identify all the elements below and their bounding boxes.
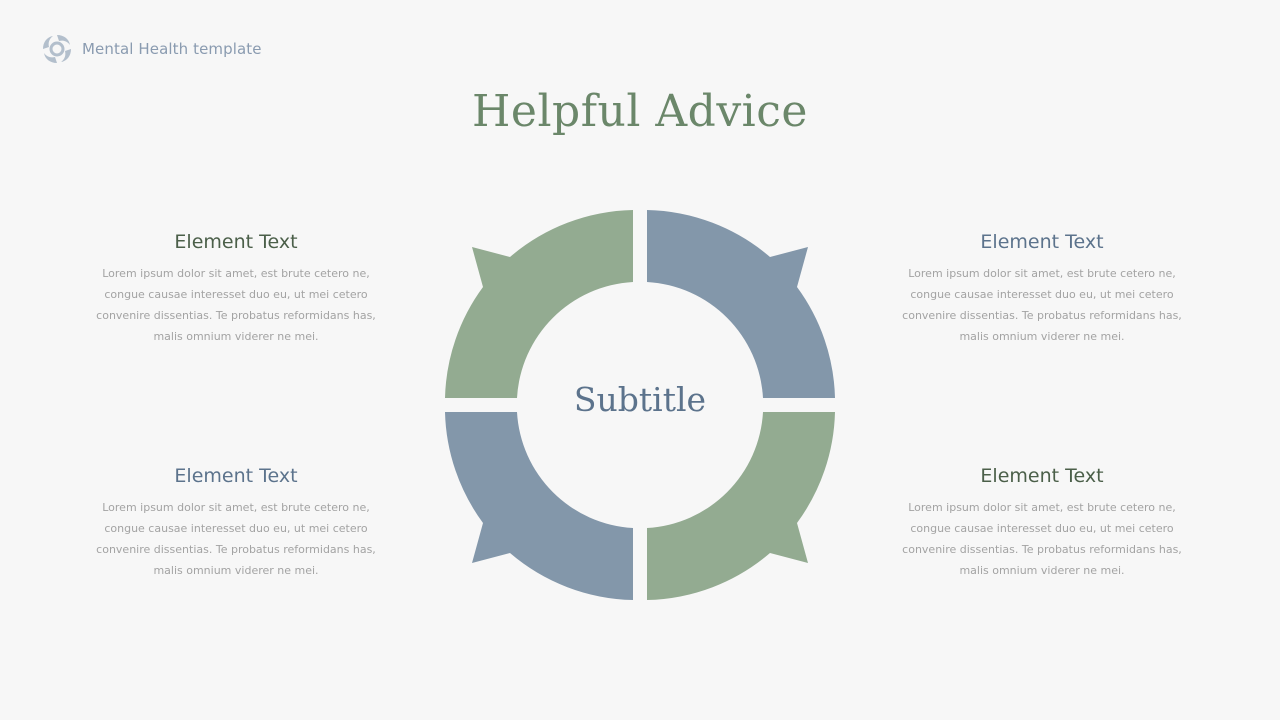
text-block-top-left: Element Text Lorem ipsum dolor sit amet,… bbox=[96, 231, 376, 347]
text-block-top-right: Element Text Lorem ipsum dolor sit amet,… bbox=[902, 231, 1182, 347]
segment-bottom-left bbox=[445, 412, 633, 600]
segment-bottom-right bbox=[647, 412, 835, 600]
swirl-logo-icon bbox=[43, 35, 71, 63]
text-block-bottom-left: Element Text Lorem ipsum dolor sit amet,… bbox=[96, 465, 376, 581]
quadrant-ring-diagram bbox=[445, 210, 835, 600]
block-body: Lorem ipsum dolor sit amet, est brute ce… bbox=[96, 267, 376, 343]
brand: Mental Health template bbox=[40, 32, 262, 66]
block-title: Element Text bbox=[980, 465, 1104, 487]
block-title: Element Text bbox=[174, 465, 298, 487]
segment-top-left bbox=[445, 210, 633, 398]
block-title: Element Text bbox=[174, 231, 298, 253]
text-block-bottom-right: Element Text Lorem ipsum dolor sit amet,… bbox=[902, 465, 1182, 581]
block-body: Lorem ipsum dolor sit amet, est brute ce… bbox=[902, 267, 1182, 343]
segment-top-right bbox=[647, 210, 835, 398]
block-body: Lorem ipsum dolor sit amet, est brute ce… bbox=[96, 501, 376, 577]
page-title: Helpful Advice bbox=[472, 86, 808, 137]
diagram-subtitle: Subtitle bbox=[573, 380, 707, 419]
brand-text: Mental Health template bbox=[82, 40, 262, 58]
block-body: Lorem ipsum dolor sit amet, est brute ce… bbox=[902, 501, 1182, 577]
block-title: Element Text bbox=[980, 231, 1104, 253]
